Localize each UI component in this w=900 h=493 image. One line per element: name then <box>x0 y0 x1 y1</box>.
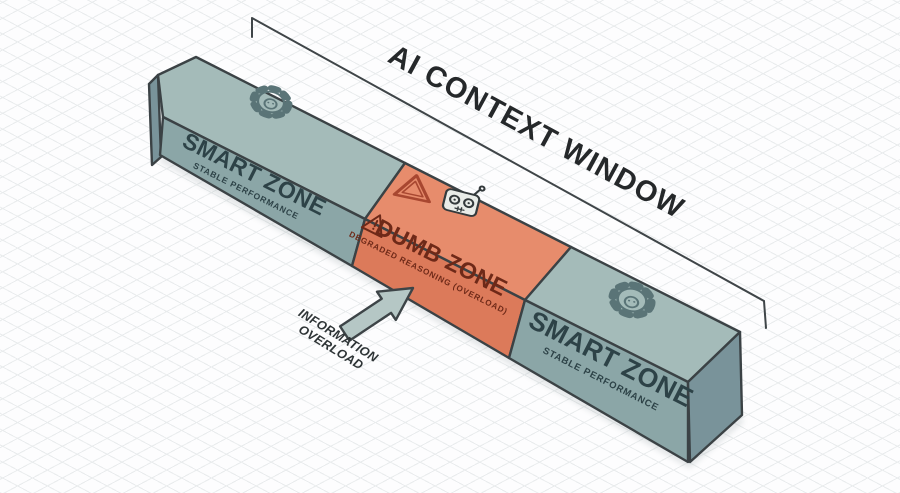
zone-smart-right-front-face <box>507 298 690 464</box>
bar-right-cap <box>686 330 744 464</box>
context-window-bracket <box>251 17 767 329</box>
bar-left-cap <box>147 73 163 167</box>
overload-arrow <box>338 286 415 342</box>
bar-shadow <box>159 154 745 469</box>
